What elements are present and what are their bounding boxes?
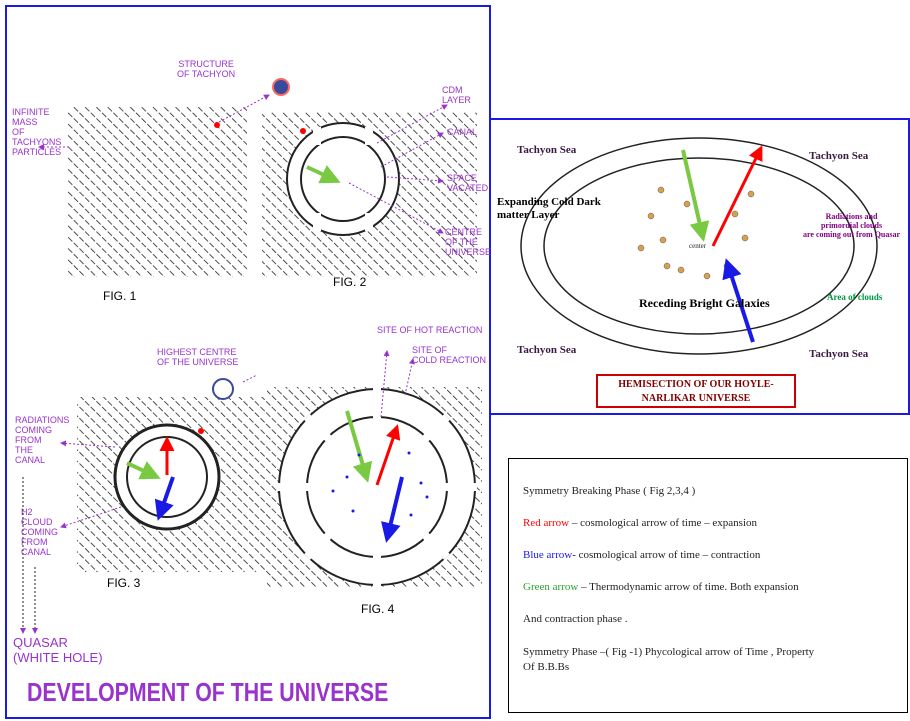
infinite-mass-label: INFINITE MASS OF TACHYONS PARTICLES xyxy=(12,107,62,157)
h2-cloud-label: H2 CLOUD COMING FROM CANAL xyxy=(21,507,58,557)
hemisection-caption: HEMISECTION OF OUR HOYLE- NARLIKAR UNIVE… xyxy=(596,374,796,408)
legend-red-label: Red arrow xyxy=(523,517,570,529)
arrow-legend: Symmetry Breaking Phase ( Fig 2,3,4 ) Re… xyxy=(508,458,908,713)
legend-contraction-phase: And contraction phase . xyxy=(523,613,628,625)
tachyon-sea-bottom-left: Tachyon Sea xyxy=(517,344,577,356)
highest-centre-structure xyxy=(212,374,258,400)
expanding-cdm-label: Expanding Cold Dark matter Layer xyxy=(497,196,601,221)
legend-symmetry-phase: Symmetry Phase –( Fig -1) Phycological a… xyxy=(523,646,815,673)
quasar-arrows xyxy=(20,477,38,634)
tachyon-sea-top-right: Tachyon Sea xyxy=(809,150,869,162)
structure-of-tachyon-label: STRUCTURE OF TACHYON xyxy=(177,59,236,79)
legend-blue-label: Blue arrow xyxy=(523,549,573,561)
receding-galaxies-label: Receding Bright Galaxies xyxy=(639,296,770,310)
fig3-diagram xyxy=(60,397,267,572)
fig1-tachyon-field xyxy=(38,94,270,277)
quasar-label: QUASAR (WHITE HOLE) xyxy=(13,635,103,665)
center-label: center xyxy=(689,242,707,250)
fig4-label: FIG. 4 xyxy=(361,602,395,616)
legend-blue-text: - cosmological arrow of time – contracti… xyxy=(572,549,761,561)
legend-blue-arrow: Blue arrow- cosmological arrow of time –… xyxy=(523,549,760,561)
legend-red-text: – cosmological arrow of time – expansion xyxy=(569,517,757,529)
canal-label: CANAL xyxy=(447,127,478,137)
legend-green-label: Green arrow xyxy=(523,581,579,593)
fig3-label: FIG. 3 xyxy=(107,576,141,590)
tachyon-sea-bottom-right: Tachyon Sea xyxy=(809,348,869,360)
hemisection-diagram xyxy=(520,137,878,355)
area-of-clouds-label: Area of clouds xyxy=(827,292,883,302)
development-panel: STRUCTURE OF TACHYON INFINITE MASS OF TA… xyxy=(5,5,491,719)
legend-green-text: – Thermodynamic arrow of time. Both expa… xyxy=(578,581,799,593)
cdm-layer-label: CDM LAYER xyxy=(442,85,471,105)
fig2-label: FIG. 2 xyxy=(333,275,367,289)
radiations-canal-label: RADIATIONS COMING FROM THE CANAL xyxy=(15,415,70,465)
legend-red-arrow: Red arrow – cosmological arrow of time –… xyxy=(523,517,757,529)
cold-reaction-label: SITE OF COLD REACTION xyxy=(412,345,487,365)
fig1-label: FIG. 1 xyxy=(103,289,137,303)
tachyon-structure xyxy=(272,78,290,96)
development-diagram xyxy=(20,78,482,634)
space-vacated-label: SPACE VACATED xyxy=(447,173,489,193)
radiations-quasar-label: Radiations and primordial clouds are com… xyxy=(803,212,901,239)
hot-reaction-label: SITE OF HOT REACTION xyxy=(377,325,483,335)
centre-of-universe-label: CENTRE OF THE UNIVERSE xyxy=(445,227,492,257)
tachyon-sea-top-left: Tachyon Sea xyxy=(517,144,577,156)
hemisection-panel: Tachyon Sea Tachyon Sea Tachyon Sea Tach… xyxy=(491,118,910,415)
legend-symmetry-breaking: Symmetry Breaking Phase ( Fig 2,3,4 ) xyxy=(523,485,696,497)
highest-centre-label: HIGHEST CENTRE OF THE UNIVERSE xyxy=(157,347,239,367)
fig4-diagram xyxy=(267,350,482,587)
legend-green-arrow: Green arrow – Thermodynamic arrow of tim… xyxy=(523,581,799,593)
development-title: DEVELOPMENT OF THE UNIVERSE xyxy=(27,677,389,707)
fig2-diagram xyxy=(262,104,477,277)
